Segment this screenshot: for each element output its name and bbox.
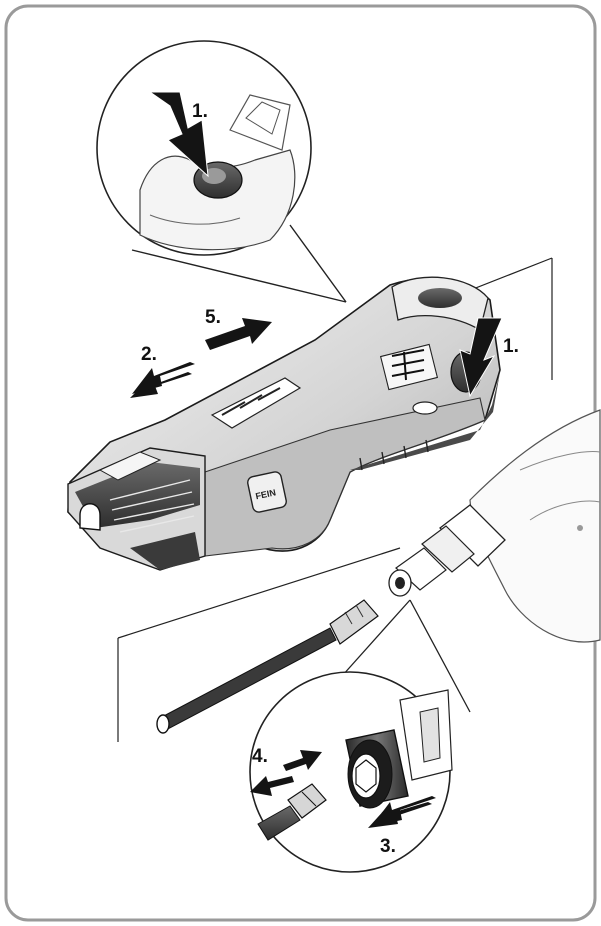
arrow-step-2 xyxy=(130,372,192,398)
brand-logo-text: FEIN xyxy=(255,487,277,501)
arrow-step-5 xyxy=(205,318,272,350)
brand-logo xyxy=(247,471,287,513)
screwdriver-chuck xyxy=(388,409,601,643)
arrow-step-4-left xyxy=(250,776,294,796)
push-arrow-detail xyxy=(148,91,209,178)
arrow-step-1 xyxy=(459,317,503,398)
detail-callout-bottom: 4. 3. xyxy=(249,599,471,873)
step-4-label: 4. xyxy=(252,746,268,767)
step-1-detail-label: 1. xyxy=(192,101,208,122)
arrow-step-4-right xyxy=(283,750,322,771)
screwdriver-bit xyxy=(156,599,379,734)
step-2-label: 2. xyxy=(141,344,157,365)
step-5-label: 5. xyxy=(205,307,221,328)
small-bit xyxy=(257,783,327,841)
step-1-main-label: 1. xyxy=(503,336,519,357)
screw-attachment: FEIN xyxy=(67,257,553,571)
step-3-label: 3. xyxy=(380,836,396,857)
detail-callout-top: 1. xyxy=(96,40,347,303)
